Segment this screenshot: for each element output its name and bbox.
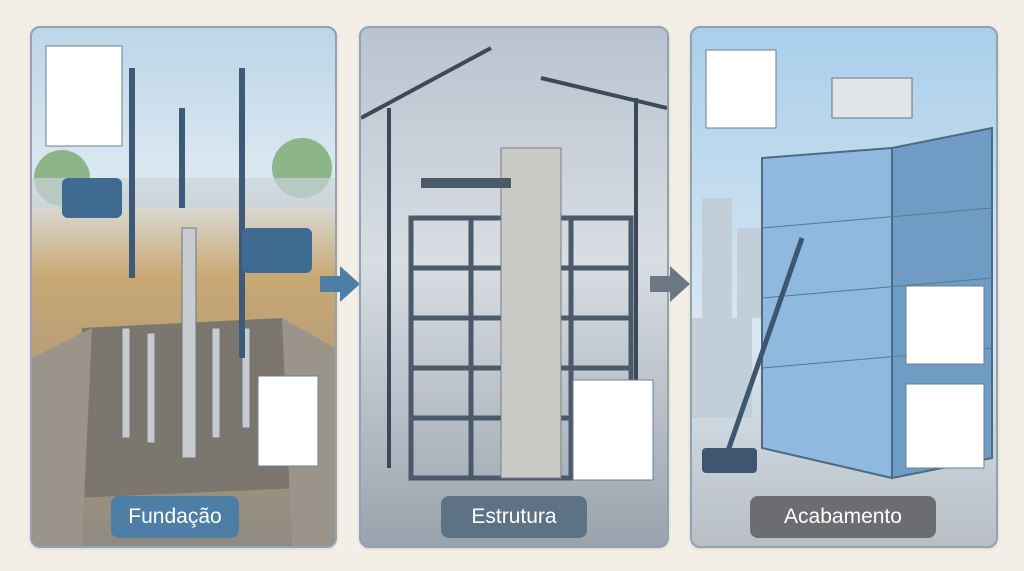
structure-illustration (361, 46, 667, 481)
stage-label-estrutura: Estrutura (441, 496, 587, 538)
right-arrow-icon (320, 266, 360, 302)
stage-label-fundacao: Fundação (111, 496, 239, 538)
stage-fundacao-panel: Fundação (30, 26, 337, 548)
stage-estrutura-panel: Estrutura (359, 26, 669, 548)
right-arrow-icon (650, 266, 690, 302)
stage-acabamento-panel: Acabamento (690, 26, 998, 548)
finishing-illustration (692, 49, 993, 480)
stage-label-acabamento: Acabamento (750, 496, 936, 538)
foundation-illustration (32, 45, 335, 546)
